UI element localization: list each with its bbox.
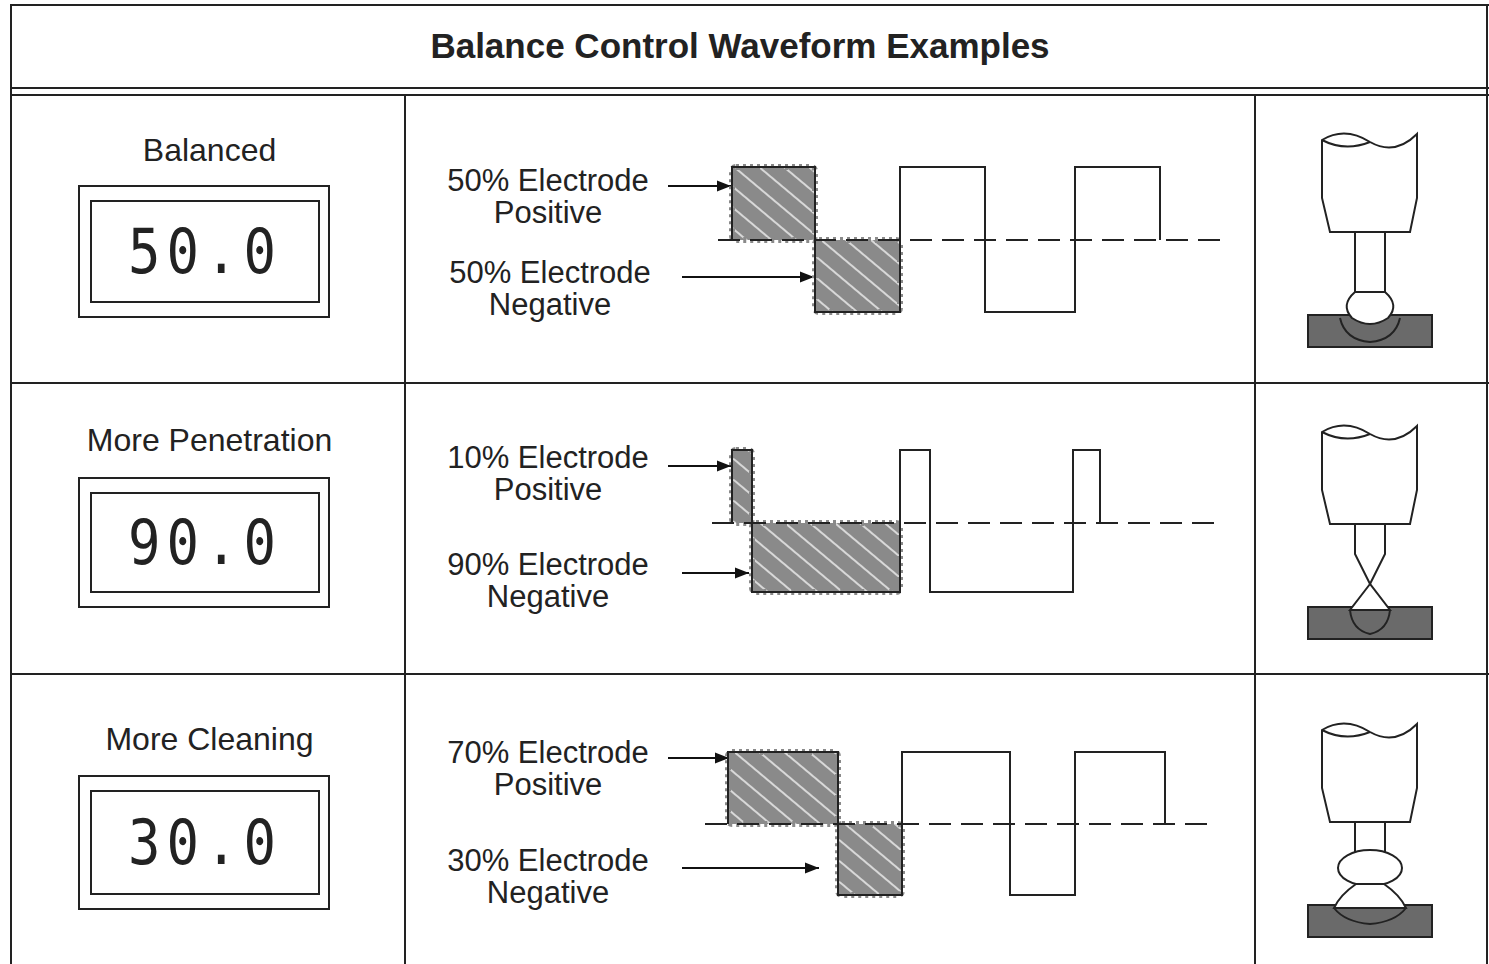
callout-label: 70% Electrode Positive bbox=[418, 737, 678, 801]
setting-heading: More Penetration bbox=[12, 422, 407, 458]
zero-axis bbox=[718, 239, 1222, 241]
leader-arrow bbox=[682, 572, 749, 574]
callout-label: 50% Electrode Negative bbox=[420, 257, 680, 321]
negative-shade bbox=[838, 824, 902, 895]
zero-axis bbox=[712, 522, 1220, 524]
torch-illustrations bbox=[1308, 133, 1432, 937]
positive-shade bbox=[728, 752, 838, 824]
ac-waveform bbox=[732, 167, 1160, 312]
display-value: 30.0 bbox=[128, 808, 282, 877]
zero-axis bbox=[705, 823, 1210, 825]
display-value: 90.0 bbox=[128, 508, 282, 577]
positive-shade bbox=[732, 167, 815, 240]
display-window: 50.0 bbox=[90, 200, 320, 303]
torch bbox=[1308, 425, 1432, 639]
waveforms bbox=[668, 167, 1222, 895]
leader-arrow bbox=[668, 757, 729, 759]
callout-label: 50% Electrode Positive bbox=[418, 165, 678, 229]
table-grid bbox=[10, 5, 1489, 964]
setting-heading: Balanced bbox=[12, 132, 407, 168]
callout-label: 10% Electrode Positive bbox=[418, 442, 678, 506]
leader-arrow bbox=[668, 185, 731, 187]
negative-shade bbox=[752, 523, 900, 592]
ac-waveform bbox=[732, 450, 1100, 592]
display-value: 50.0 bbox=[128, 217, 282, 286]
callout-label: 90% Electrode Negative bbox=[418, 549, 678, 613]
leader-arrow bbox=[682, 276, 814, 278]
display-window: 30.0 bbox=[90, 790, 320, 895]
setting-heading: More Cleaning bbox=[12, 721, 407, 757]
negative-shade bbox=[815, 240, 900, 312]
callout-label: 30% Electrode Negative bbox=[418, 845, 678, 909]
display-box: More Penetration90.0 bbox=[78, 477, 330, 608]
diagram-title: Balance Control Waveform Examples bbox=[10, 26, 1470, 66]
torch bbox=[1308, 133, 1432, 347]
positive-shade bbox=[732, 450, 752, 523]
leader-arrow bbox=[668, 465, 731, 467]
display-box: Balanced50.0 bbox=[78, 185, 330, 318]
ac-waveform bbox=[728, 752, 1165, 895]
leader-arrow bbox=[682, 867, 819, 869]
display-window: 90.0 bbox=[90, 492, 320, 593]
display-box: More Cleaning30.0 bbox=[78, 775, 330, 910]
torch bbox=[1308, 723, 1432, 937]
